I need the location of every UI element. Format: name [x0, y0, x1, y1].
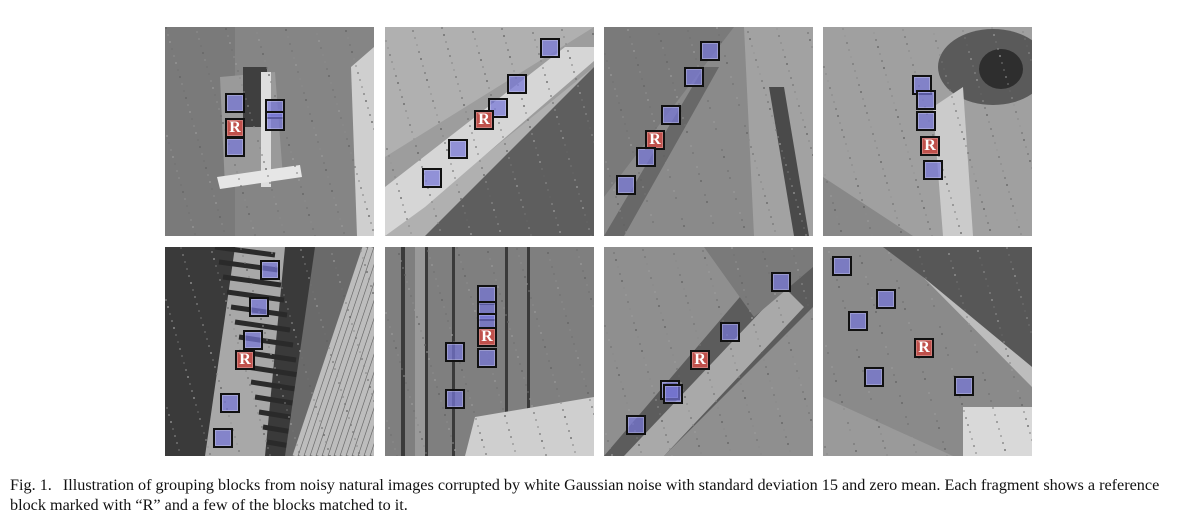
reference-marker: R — [229, 119, 241, 136]
panel-diagonal-band-fragment: R — [604, 247, 813, 456]
matched-block — [923, 160, 943, 180]
matched-block — [448, 139, 468, 159]
matched-block — [661, 105, 681, 125]
reference-marker: R — [918, 339, 930, 356]
matched-block — [477, 348, 497, 368]
matched-block — [540, 38, 560, 58]
matched-block — [220, 393, 240, 413]
matched-block — [243, 330, 263, 350]
matched-block — [771, 272, 791, 292]
reference-block: R — [477, 327, 497, 347]
panel-rising-edge-fragment: R — [604, 27, 813, 236]
matched-block — [848, 311, 868, 331]
matched-block — [663, 384, 683, 404]
matched-block — [864, 367, 884, 387]
panel-striped-fabric-fragment: R — [165, 247, 374, 456]
matched-block — [720, 322, 740, 342]
panel-window-fragment: R — [165, 27, 374, 236]
reference-marker: R — [478, 111, 490, 128]
panel-image — [385, 27, 594, 236]
matched-block — [954, 376, 974, 396]
matched-block — [213, 428, 233, 448]
matched-block — [265, 111, 285, 131]
reference-marker: R — [481, 328, 493, 345]
reference-marker: R — [239, 351, 251, 368]
reference-block: R — [225, 118, 245, 138]
matched-block — [507, 74, 527, 94]
matched-block — [225, 137, 245, 157]
matched-block — [700, 41, 720, 61]
matched-block — [832, 256, 852, 276]
panel-vertical-lines-fragment: R — [385, 247, 594, 456]
matched-block — [616, 175, 636, 195]
panel-image — [823, 27, 1032, 236]
panel-image — [823, 247, 1032, 456]
panel-diagonal-edge-fragment: R — [385, 27, 594, 236]
matched-block — [225, 93, 245, 113]
reference-block: R — [914, 338, 934, 358]
matched-block — [445, 389, 465, 409]
matched-block — [249, 297, 269, 317]
matched-block — [636, 147, 656, 167]
matched-block — [684, 67, 704, 87]
matched-block — [422, 168, 442, 188]
reference-marker: R — [924, 137, 936, 154]
panel-eye-fragment: R — [823, 27, 1032, 236]
reference-block: R — [690, 350, 710, 370]
matched-block — [260, 260, 280, 280]
panel-image — [165, 27, 374, 236]
matched-block — [916, 111, 936, 131]
figure-caption: Fig. 1. Illustration of grouping blocks … — [10, 475, 1195, 515]
matched-block — [445, 342, 465, 362]
matched-block — [876, 289, 896, 309]
reference-marker: R — [694, 351, 706, 368]
matched-block — [626, 415, 646, 435]
reference-block: R — [920, 136, 940, 156]
reference-block: R — [235, 350, 255, 370]
panel-textured-region-fragment: R — [823, 247, 1032, 456]
reference-marker: R — [649, 131, 661, 148]
matched-block — [916, 90, 936, 110]
figure-label: Fig. 1. — [10, 476, 52, 494]
caption-text: Illustration of grouping blocks from noi… — [10, 476, 1160, 514]
reference-block: R — [474, 110, 494, 130]
